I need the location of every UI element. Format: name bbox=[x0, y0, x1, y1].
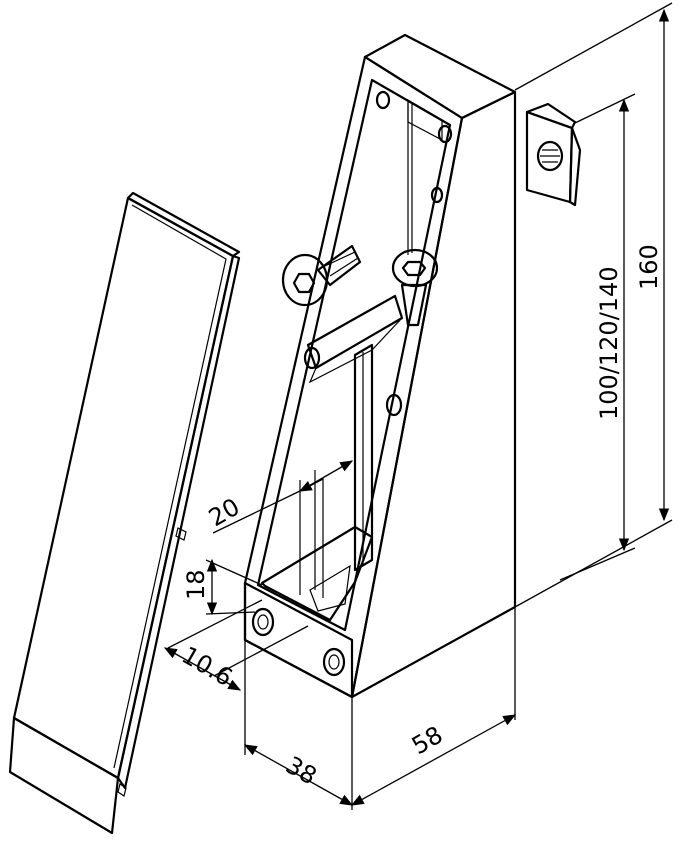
button-head-screw-2 bbox=[391, 248, 439, 327]
dim-height-variants: 100/120/140 bbox=[595, 266, 623, 420]
cover-cap bbox=[8, 191, 241, 835]
dim-slot-height: 18 bbox=[182, 569, 210, 600]
dim-width: 58 bbox=[407, 721, 447, 761]
dimension-lines bbox=[163, 2, 673, 810]
bracket-body bbox=[243, 33, 517, 699]
dim-slot-width: 20 bbox=[204, 493, 244, 533]
dim-height: 160 bbox=[635, 244, 663, 290]
dim-hole-offset: 10.6 bbox=[177, 641, 237, 692]
button-head-screw bbox=[281, 244, 362, 307]
t-slot-nut bbox=[525, 102, 582, 207]
